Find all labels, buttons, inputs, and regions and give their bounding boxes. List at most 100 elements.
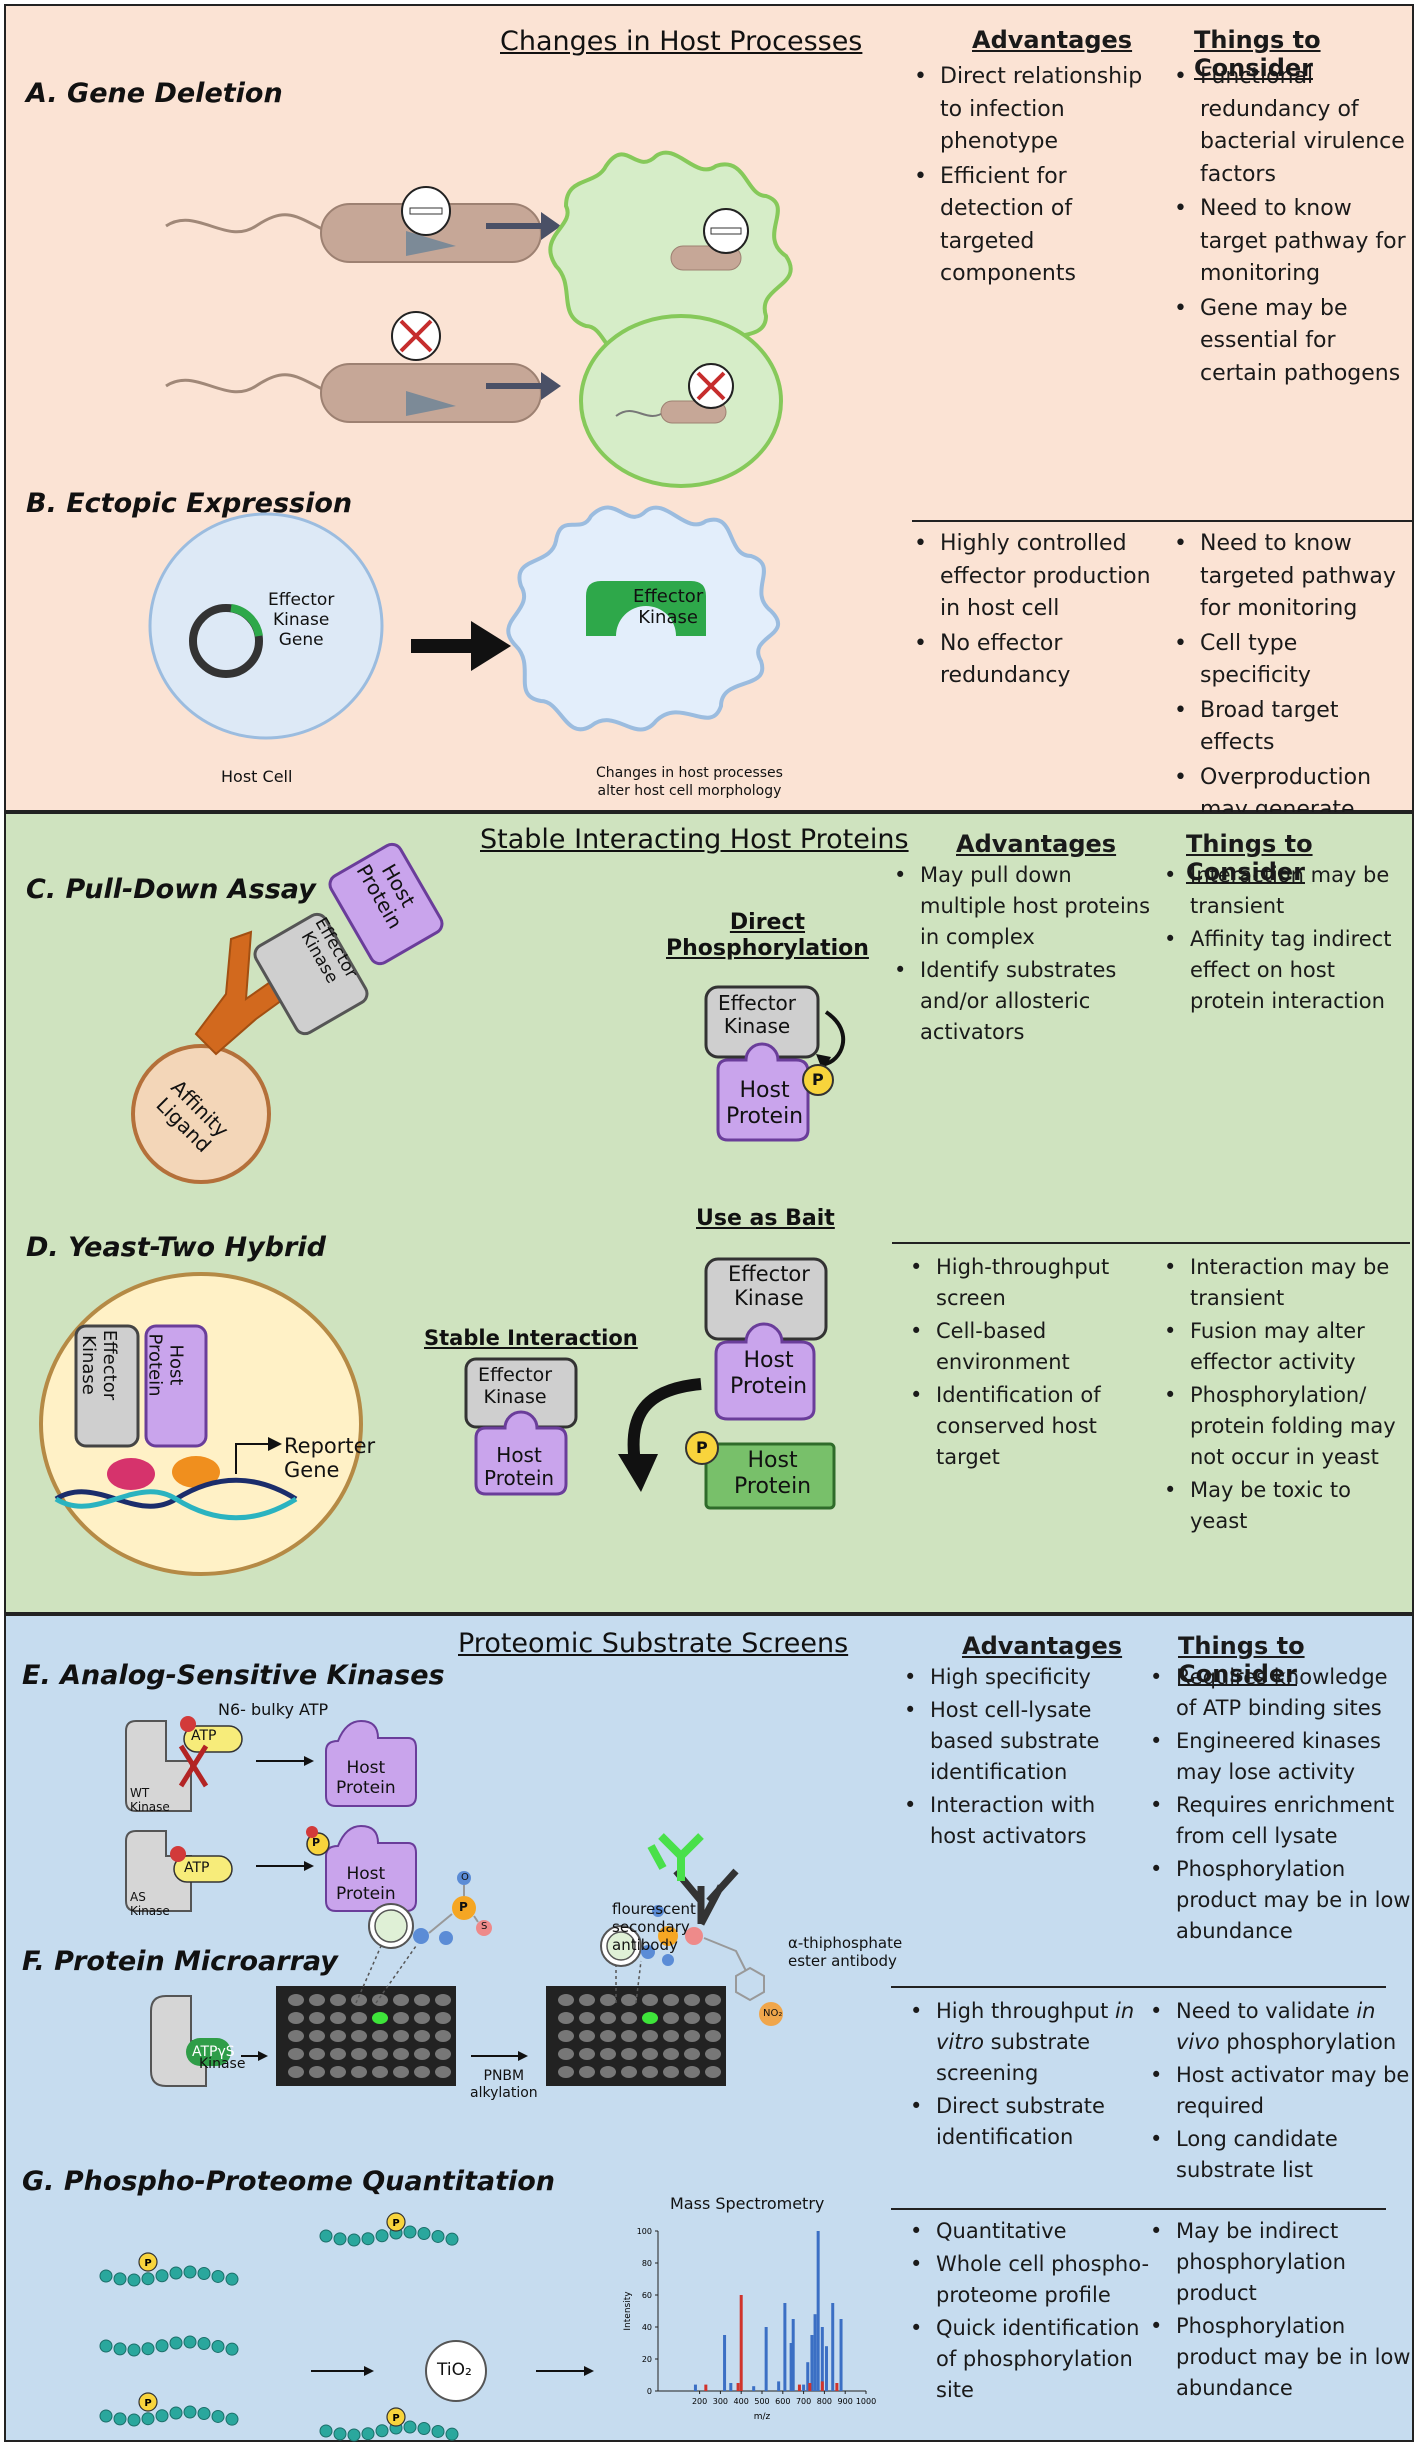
affinity-ligand (131, 1044, 271, 1184)
phosphate-icon (386, 2407, 406, 2427)
peptide-bead (333, 2232, 347, 2246)
list-item: Interaction with host activators (896, 1790, 1146, 1852)
array-spot (600, 1994, 616, 2006)
atp-gamma-s-label: ATPγS (192, 2044, 235, 2060)
list-item: Engineered kinases may lose activity (1142, 1726, 1412, 1788)
array-spot (435, 2012, 451, 2024)
array-spot (330, 2012, 346, 2024)
plasmid (189, 604, 263, 678)
array-spot (414, 1994, 430, 2006)
phosphate-label: P (392, 2218, 399, 2229)
list-item: Whole cell phospho-proteome profile (902, 2249, 1162, 2311)
section-title-host: Changes in Host Processes (500, 26, 863, 57)
peptide-bead (113, 2342, 127, 2356)
spectrum-bar (824, 2346, 828, 2391)
array-spot (705, 2012, 721, 2024)
x-axis-label: m/z (754, 2412, 771, 2422)
peptide-bead (319, 2424, 333, 2438)
list-item: Host cell-lysate based substrate identif… (896, 1695, 1146, 1788)
list-item: Phosphorylation product may be in low ab… (1142, 2311, 1412, 2404)
list-item: High-throughput screen (902, 1252, 1156, 1314)
host-protein-shape (328, 842, 444, 966)
array-spot (579, 2048, 595, 2060)
peptide-bead (99, 2269, 113, 2283)
y-tick-label: 20 (642, 2355, 652, 2364)
list-item: May pull down multiple host proteins in … (886, 860, 1156, 953)
pull-down-diagram (131, 842, 444, 1184)
green-host-protein (704, 1442, 836, 1510)
spectrum-bar (791, 2319, 795, 2391)
peptide-bead (319, 2229, 333, 2243)
host-protein-label: Host Protein (726, 1078, 804, 1129)
advantages-list-c: May pull down multiple host proteins in … (886, 860, 1156, 1050)
peptide-bead (169, 2266, 183, 2280)
array-spot (309, 1994, 325, 2006)
title-phospho-proteome: G. Phospho-Proteome Quantitation (22, 2166, 556, 2197)
list-item: Requires enrichment from cell lysate (1142, 1790, 1412, 1852)
considerations-list-e: Requires knowledge of ATP binding sitesE… (1142, 1662, 1412, 1949)
x-tick-label: 600 (775, 2397, 790, 2406)
peptide-bead (417, 2226, 431, 2240)
y-tick-label: 0 (647, 2387, 652, 2396)
host-protein-label: Host Protein (730, 1348, 808, 1399)
host-cell (148, 512, 384, 740)
phosphate-label: P (144, 2258, 151, 2269)
effector-kinase-label: Effector Kinase (728, 1262, 810, 1310)
atp-label: ATP (184, 1860, 210, 1876)
spectrum-bar (808, 2383, 812, 2391)
effector-kinase-shape (74, 1324, 140, 1448)
stable-interaction-label: Stable Interaction (424, 1326, 638, 1350)
peptide-bead (155, 2409, 169, 2423)
arrow-icon (304, 1861, 314, 1871)
peptide-bead (445, 2232, 459, 2246)
host-protein-shape (325, 1824, 417, 1912)
array-spot (372, 2030, 388, 2042)
considerations-list-a: Functional redundancy of bacterial virul… (1166, 61, 1414, 392)
advantages-header: Advantages (956, 830, 1117, 858)
array-spot (351, 2048, 367, 2060)
peptide-bead (155, 2269, 169, 2283)
x-tick-label: 500 (754, 2397, 769, 2406)
alpha-antibody-label: α-thiphosphate ester antibody (788, 1934, 903, 1970)
benzene-ring (735, 1966, 765, 2002)
list-item: Gene may be essential for certain pathog… (1166, 293, 1414, 391)
array-spot (372, 1994, 388, 2006)
host-protein-shape (714, 1322, 816, 1421)
array-spot (309, 2066, 325, 2078)
effector-kinase-shape (586, 581, 706, 636)
panel-stable-interacting: Stable Interacting Host Proteins C. Pull… (4, 812, 1414, 1614)
peptide-bead (445, 2427, 459, 2441)
array-spot (621, 2048, 637, 2060)
array-spot (414, 2012, 430, 2024)
peptide-bead (169, 2406, 183, 2420)
analog-sensitive-diagram (125, 1716, 417, 1912)
array-spot (663, 2012, 679, 2024)
spectrum-bar (820, 2327, 824, 2391)
peptide-bead (127, 2343, 141, 2357)
array-spot (621, 2030, 637, 2042)
array-spot (663, 2030, 679, 2042)
peptide-bead (333, 2427, 347, 2441)
deletion-cross-icon (399, 319, 433, 353)
peptide-bead (127, 2413, 141, 2427)
x-tick-label: 400 (734, 2397, 749, 2406)
atp-gamma-s-shape (186, 2038, 231, 2066)
array-spot (579, 2012, 595, 2024)
atp-label: ATP (191, 1728, 217, 1744)
panel-proteomic-screens: Proteomic Substrate Screens E. Analog-Se… (4, 1614, 1414, 2442)
array-spot (330, 2066, 346, 2078)
phosphate-label: P (312, 1836, 321, 1849)
array-spot (372, 2048, 388, 2060)
kinase-label: Effector Kinase (633, 586, 704, 628)
arrow-icon (541, 212, 561, 240)
secondary-antibody-label: flourescent secondary antibody (612, 1900, 696, 1954)
advantages-list-b: Highly controlled effector production in… (906, 528, 1166, 695)
list-item: Affinity tag indirect effect on host pro… (1156, 924, 1412, 1017)
array-spot (684, 2048, 700, 2060)
arrow-icon (364, 2366, 374, 2376)
advantages-list-g: QuantitativeWhole cell phospho-proteome … (902, 2216, 1162, 2408)
peptide-bead (225, 2412, 239, 2426)
spectrum-bar (816, 2231, 820, 2391)
advantages-list-d: High-throughput screenCell-based environ… (902, 1252, 1156, 1475)
list-item: Fusion may alter effector activity (1156, 1316, 1412, 1378)
